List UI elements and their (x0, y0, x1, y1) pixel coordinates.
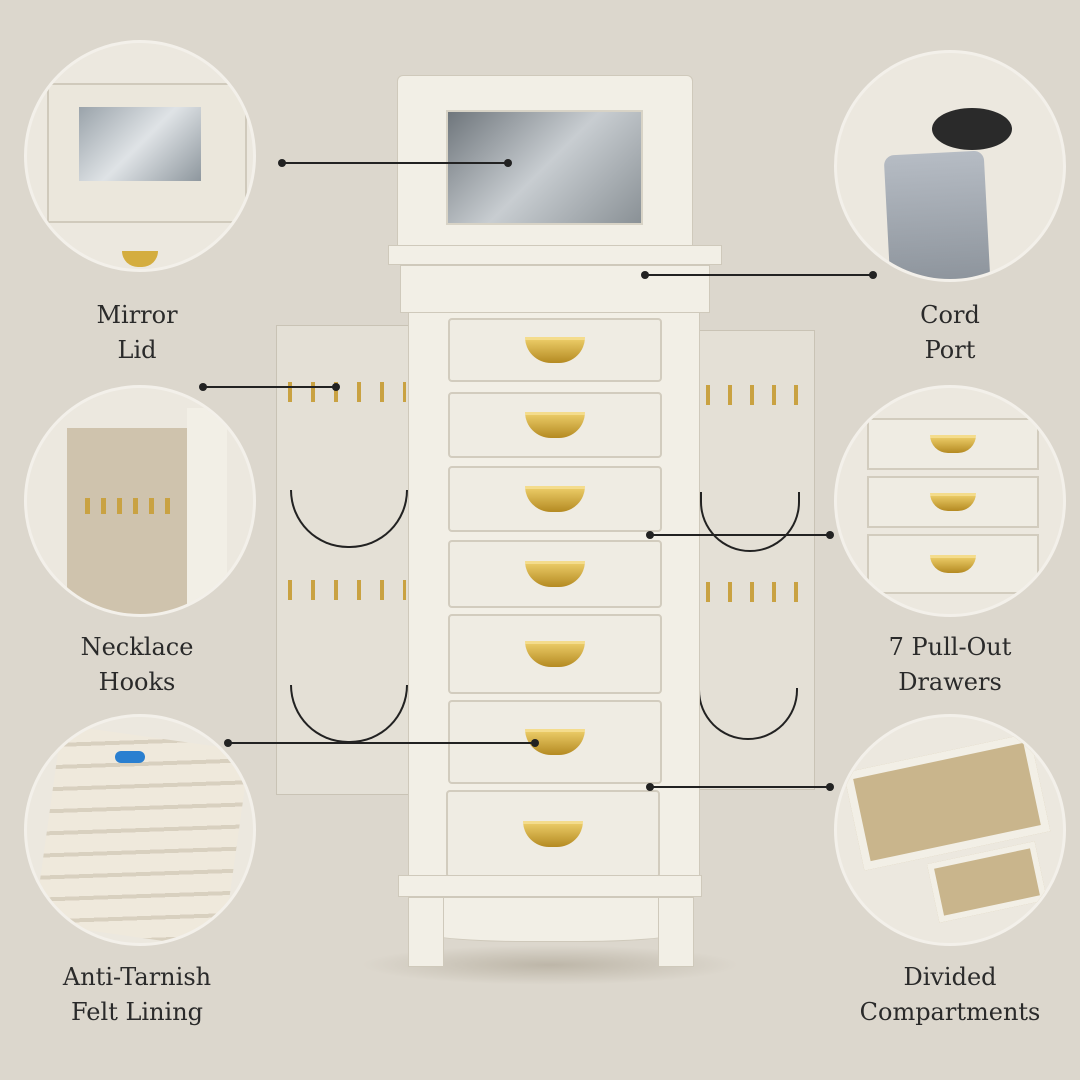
callout-dot (826, 783, 834, 791)
label-line: Necklace (80, 633, 194, 661)
cord-port-detail-image (834, 50, 1066, 282)
cord-port-callout-line (645, 274, 873, 276)
callout-dot (826, 531, 834, 539)
callout-dot (646, 783, 654, 791)
callout-dot (646, 531, 654, 539)
drawer-pull (525, 337, 585, 363)
callout-dot (531, 739, 539, 747)
base-apron (410, 897, 694, 942)
drawers-detail-image (834, 385, 1066, 617)
left-hooks-top (288, 382, 406, 402)
callout-dot (278, 159, 286, 167)
drawer-pull (523, 821, 583, 847)
mirror-lid-detail-image (24, 40, 256, 272)
label-line: Drawers (898, 668, 1002, 696)
label-line: Hooks (98, 668, 176, 696)
callout-dot (869, 271, 877, 279)
mirror-callout-line (282, 162, 508, 164)
drawer-pull (525, 561, 585, 587)
drawer-2[interactable] (448, 392, 662, 458)
hooks-callout-line (203, 386, 336, 388)
compartments-callout-line (650, 786, 830, 788)
label-line: 7 Pull-Out (888, 633, 1012, 661)
label-line: Lid (117, 336, 157, 364)
label-line: Cord (920, 301, 980, 329)
callout-dot (224, 739, 232, 747)
drawer-5[interactable] (448, 614, 662, 694)
label-line: Divided (903, 963, 997, 991)
crown-molding (388, 245, 722, 265)
necklace-hooks-detail-image (24, 385, 256, 617)
felt-lining-detail-image (24, 714, 256, 946)
right-hooks-bottom (706, 582, 806, 602)
drawer-4[interactable] (448, 540, 662, 608)
label-line: Felt Lining (70, 998, 204, 1026)
label-line: Port (924, 336, 976, 364)
drawer-7[interactable] (446, 790, 660, 878)
drawers-callout-line (650, 534, 830, 536)
drawer-pull (525, 641, 585, 667)
drawer-1[interactable] (448, 318, 662, 382)
left-hooks-bottom (288, 580, 406, 600)
mirror (446, 110, 643, 225)
compartments-detail-image (834, 714, 1066, 946)
callout-dot (199, 383, 207, 391)
label-line: Anti-Tarnish (62, 963, 212, 991)
cabinet-base (398, 875, 702, 897)
drawer-6[interactable] (448, 700, 662, 784)
callout-dot (504, 159, 512, 167)
callout-dot (332, 383, 340, 391)
drawer-pull (525, 412, 585, 438)
right-hooks-top (706, 385, 806, 405)
label-line: Mirror (96, 301, 178, 329)
crown-band (400, 265, 710, 313)
label-line: Compartments (859, 998, 1041, 1026)
drawer-3[interactable] (448, 466, 662, 532)
left-leg (408, 897, 444, 967)
drawer-pull (525, 486, 585, 512)
right-leg (658, 897, 694, 967)
felt-callout-line (228, 742, 535, 744)
callout-dot (641, 271, 649, 279)
